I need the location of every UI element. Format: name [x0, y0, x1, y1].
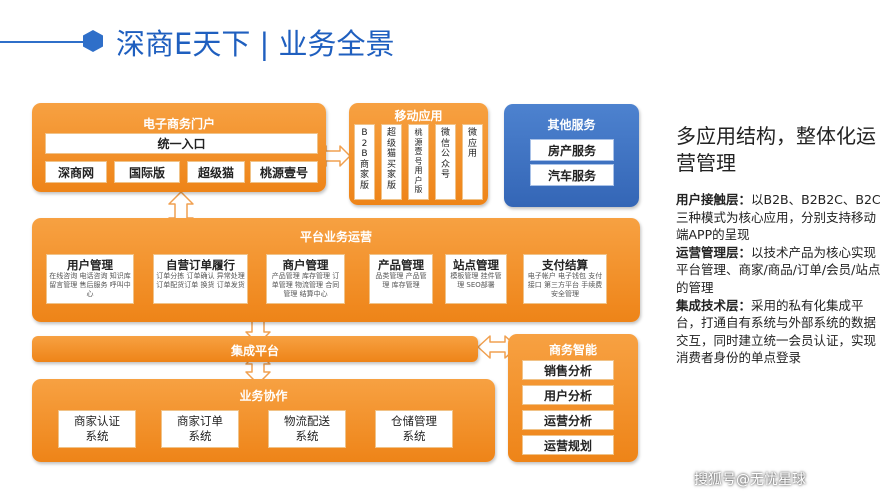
site-taoyuan[interactable]: 桃源壹号 — [250, 161, 318, 183]
site-shenshang[interactable]: 深商网 — [45, 161, 107, 183]
layer-user-label: 用户接触层： — [676, 192, 752, 207]
module-merchant-management[interactable]: 商户管理 产品管理 库存管理 订单管理 物流管理 合同管理 结算中心 — [266, 254, 345, 304]
platform-operation-panel: 平台业务运营 用户管理 在线咨询 电话咨询 知识库 留言管理 售后服务 呼叫中心… — [32, 218, 640, 322]
unified-entry-box[interactable]: 统一入口 — [45, 133, 318, 154]
title-underline — [0, 41, 92, 43]
mobile-item-supercat[interactable]: 超级猫买家版 — [381, 124, 402, 200]
module-site-management[interactable]: 站点管理 模板管理 挂件管理 SEO部署 — [445, 254, 507, 304]
bi-operation-planning[interactable]: 运营规划 — [522, 435, 614, 455]
hexagon-bullet-icon — [83, 30, 103, 52]
system-warehouse[interactable]: 仓储管理系统 — [375, 410, 453, 448]
ecommerce-portal-title: 电子商务门户 — [142, 117, 215, 131]
mobile-apps-title: 移动应用 — [394, 109, 443, 123]
service-auto[interactable]: 汽车服务 — [530, 164, 614, 186]
layer-user-text: 以B2B、B2B2C、B2C三种模式为核心应用，分别支持移动端APP的呈现 — [676, 192, 881, 243]
bi-user-analysis[interactable]: 用户分析 — [522, 385, 614, 405]
summary-heading: 多应用结构，整体化运营管理 — [676, 124, 876, 175]
summary-body: 用户接触层：以B2B、B2B2C、B2C三种模式为核心应用，分别支持移动端APP… — [676, 191, 881, 367]
layer-integration-label: 集成技术层： — [676, 297, 752, 313]
integration-platform-bar: 集成平台 — [32, 336, 478, 362]
module-product-management[interactable]: 产品管理 品类管理 产品管理 库存管理 — [369, 254, 433, 304]
site-international[interactable]: 国际版 — [114, 161, 180, 183]
business-collab-title: 业务协作 — [239, 389, 288, 403]
page-title: 深商E天下 | 业务全景 — [116, 27, 395, 61]
module-payment-settlement[interactable]: 支付结算 电子帐户 电子钱包 支付接口 第三方平台 手续费 安全管理 — [523, 254, 607, 304]
service-realestate[interactable]: 房产服务 — [530, 139, 614, 161]
other-services-panel: 其他服务 房产服务 汽车服务 — [504, 104, 639, 207]
business-intelligence-panel: 商务智能 销售分析 用户分析 运营分析 运营规划 — [508, 334, 638, 462]
module-user-management[interactable]: 用户管理 在线咨询 电话咨询 知识库 留言管理 售后服务 呼叫中心 — [46, 254, 134, 304]
mobile-item-taoyuan[interactable]: 桃源壹号用户版 — [408, 124, 429, 200]
other-services-title: 其他服务 — [547, 118, 596, 132]
watermark-text: 搜狐号@无忧星球 — [694, 472, 806, 488]
layer-ops-label: 运营管理层： — [676, 244, 752, 260]
platform-operation-title: 平台业务运营 — [299, 230, 372, 244]
business-intelligence-title: 商务智能 — [548, 343, 597, 357]
bi-operation-analysis[interactable]: 运营分析 — [522, 410, 614, 430]
mobile-item-wechat[interactable]: 微信公众号 — [435, 124, 456, 200]
business-collab-panel: 业务协作 商家认证系统 商家订单系统 物流配送系统 仓储管理系统 — [32, 379, 495, 462]
system-merchant-cert[interactable]: 商家认证系统 — [58, 410, 136, 448]
bi-sales-analysis[interactable]: 销售分析 — [522, 360, 614, 380]
layer-ops-text: 以技术产品为核心实现平台管理、商家/商品/订单/会员/站点的管理 — [676, 244, 881, 295]
integration-platform-title: 集成平台 — [230, 344, 279, 358]
ecommerce-portal-panel: 电子商务门户 统一入口 深商网 国际版 超级猫 桃源壹号 — [32, 103, 326, 192]
system-merchant-order[interactable]: 商家订单系统 — [161, 410, 239, 448]
mobile-item-b2b[interactable]: B2B商家版 — [354, 124, 375, 200]
layer-integration-text: 采用的私有化集成平台，打通自有系统与外部系统的数据交互，同时建立统一会员认证，实… — [676, 297, 877, 366]
system-logistics[interactable]: 物流配送系统 — [268, 410, 346, 448]
module-order-fulfillment[interactable]: 自营订单履行 订单分拣 订单确认 异常处理 订单配货订单 换货 订单发货 — [153, 254, 248, 304]
mobile-apps-panel: 移动应用 B2B商家版 超级猫买家版 桃源壹号用户版 微信公众号 微应用 — [349, 103, 488, 205]
site-supercat[interactable]: 超级猫 — [187, 161, 245, 183]
mobile-item-microapp[interactable]: 微应用 — [462, 124, 483, 200]
